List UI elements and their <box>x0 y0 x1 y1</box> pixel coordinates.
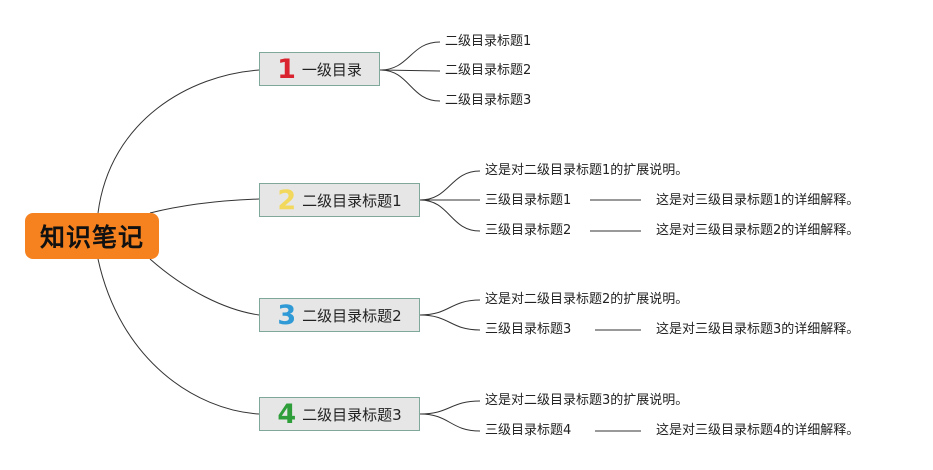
b4-item-1-label[interactable]: 三级目录标题4 <box>485 423 572 438</box>
connector-root-branch-2 <box>149 198 260 214</box>
branch-title: 一级目录 <box>301 60 362 79</box>
b2-item-2-detail[interactable]: 这是对三级目录标题2的详细解释。 <box>656 223 860 238</box>
connector-b3-item-1 <box>419 314 481 331</box>
connector-root-branch-3 <box>149 258 260 316</box>
branch-node-3[interactable]: 3 二级目录标题2 <box>259 298 420 332</box>
branch-title: 二级目录标题2 <box>302 306 402 325</box>
connector-b3-desc <box>419 299 481 316</box>
connector-b4-desc <box>419 400 481 415</box>
branch-title: 二级目录标题3 <box>302 405 402 424</box>
b2-item-1-detail[interactable]: 这是对三级目录标题1的详细解释。 <box>656 193 860 208</box>
connector-b2-desc <box>419 170 481 201</box>
connector-b4-item-1 <box>419 413 481 432</box>
b2-desc[interactable]: 这是对二级目录标题1的扩展说明。 <box>485 163 689 178</box>
b2-item-1-label[interactable]: 三级目录标题1 <box>485 193 572 208</box>
branch-node-1[interactable]: 1 一级目录 <box>259 52 380 86</box>
connector-b2-item-2 <box>419 199 481 232</box>
b3-desc[interactable]: 这是对二级目录标题2的扩展说明。 <box>485 292 689 307</box>
branch-title: 二级目录标题1 <box>302 191 402 210</box>
b3-item-1-label[interactable]: 三级目录标题3 <box>485 322 572 337</box>
b1-sub-1[interactable]: 二级目录标题1 <box>445 34 532 49</box>
b4-item-1-detail[interactable]: 这是对三级目录标题4的详细解释。 <box>656 423 860 438</box>
b4-desc[interactable]: 这是对二级目录标题3的扩展说明。 <box>485 393 689 408</box>
branch-number: 3 <box>277 299 297 331</box>
branch-number: 4 <box>277 398 297 430</box>
connector-b1-sub-2 <box>379 69 441 72</box>
b2-item-2-label[interactable]: 三级目录标题2 <box>485 223 572 238</box>
connector-b1-sub-3 <box>379 69 441 102</box>
branch-node-2[interactable]: 2 二级目录标题1 <box>259 183 420 217</box>
connector-b1-sub-1 <box>379 41 441 71</box>
branch-number: 2 <box>277 184 297 216</box>
branch-node-4[interactable]: 4 二级目录标题3 <box>259 397 420 431</box>
root-node[interactable]: 知识笔记 <box>25 213 159 259</box>
b1-sub-2[interactable]: 二级目录标题2 <box>445 63 532 78</box>
b1-sub-3[interactable]: 二级目录标题3 <box>445 93 532 108</box>
connector-root-branch-1 <box>97 69 260 214</box>
b3-item-1-detail[interactable]: 这是对三级目录标题3的详细解释。 <box>656 322 860 337</box>
connector-root-branch-4 <box>97 258 260 415</box>
branch-number: 1 <box>277 53 296 85</box>
